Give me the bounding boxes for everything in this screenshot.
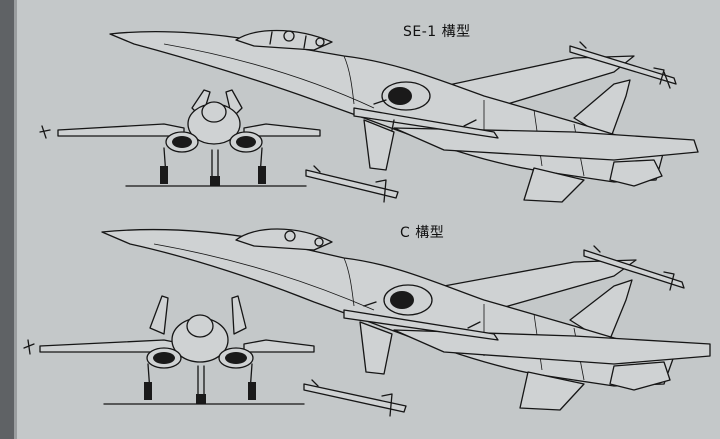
- aircraft-drawings: [23, 29, 711, 417]
- side-view-se1: [109, 29, 699, 203]
- front-view-c: [23, 295, 315, 405]
- side-view-c: [101, 228, 711, 417]
- variant-label-se1: SE-1 構型: [403, 24, 471, 40]
- drawing-sheet: SE-1 構型 C 構型: [14, 0, 720, 439]
- variant-label-c: C 構型: [400, 225, 445, 241]
- front-view-se1: [39, 89, 321, 187]
